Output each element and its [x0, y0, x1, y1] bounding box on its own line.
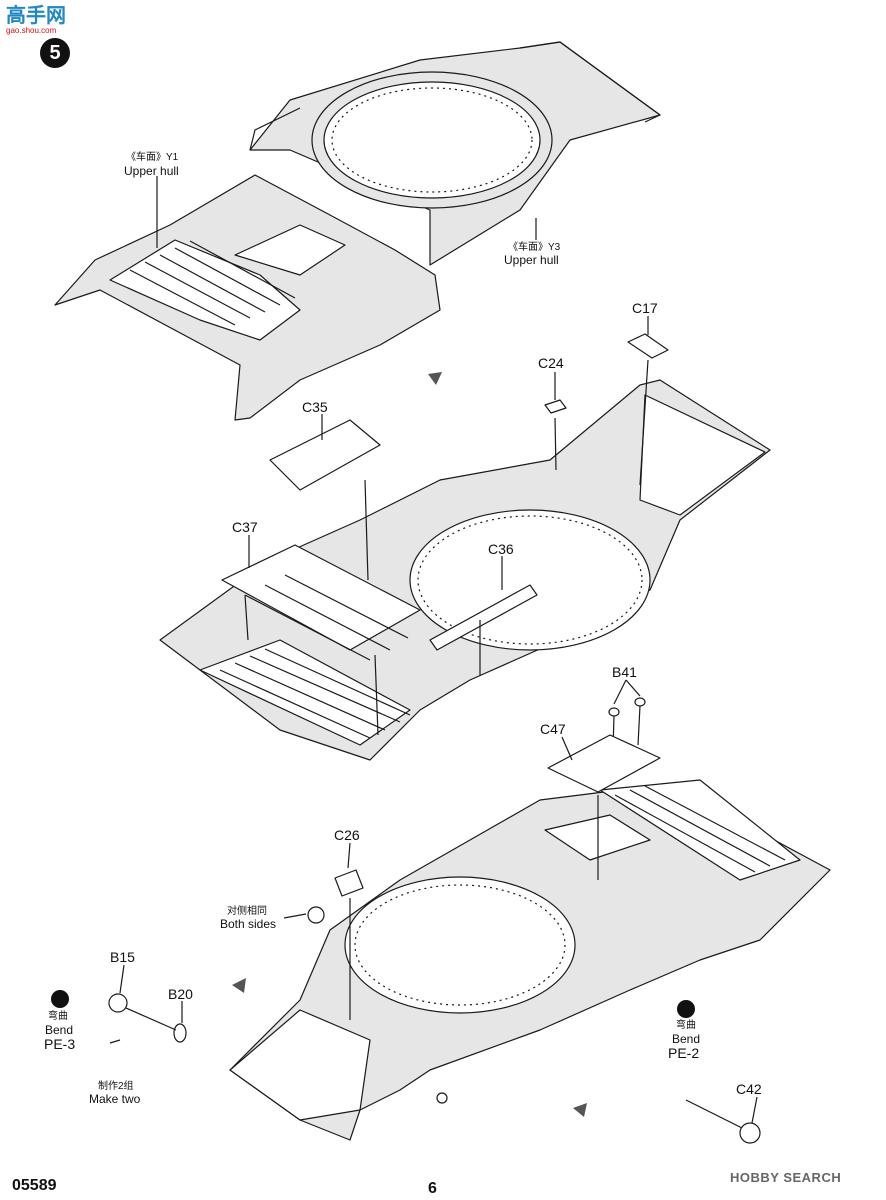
- c47-label: C47: [540, 721, 566, 737]
- make-two-cn-label: 制作2组: [98, 1081, 134, 1092]
- logo-text: 高手网: [6, 3, 66, 27]
- y1-cn-label: 《车面》Y1: [126, 152, 179, 163]
- direction-arrows: [232, 372, 587, 1117]
- y1-en-label: Upper hull: [124, 164, 179, 178]
- step-number: 5: [40, 38, 70, 68]
- upper-hull-y3: [249, 41, 661, 266]
- logo-subtext: gao.shou.com: [6, 26, 57, 35]
- part-c17: [627, 333, 669, 359]
- bend-right-pe-label: PE-2: [668, 1045, 700, 1061]
- bend-left-en-label: Bend: [45, 1023, 74, 1037]
- make-two-en-label: Make two: [89, 1092, 141, 1106]
- part-b15: [108, 993, 128, 1013]
- c42-label: C42: [736, 1081, 762, 1097]
- lower-hull: [159, 379, 771, 761]
- bend-right-icon: [677, 1000, 695, 1018]
- both-sides-cn-label: 对侧相同: [227, 906, 267, 917]
- bend-left-pe-label: PE-3: [44, 1036, 76, 1052]
- part-b41-b: [634, 697, 646, 707]
- part-c42: [739, 1122, 761, 1144]
- c37-label: C37: [232, 519, 258, 535]
- part-c37: [221, 544, 421, 651]
- b20-label: B20: [168, 986, 193, 1002]
- c26-label: C26: [334, 827, 360, 843]
- c17-label: C17: [632, 300, 658, 316]
- brand-text: HOBBY SEARCH: [730, 1170, 842, 1185]
- bend-left-icon: [51, 990, 69, 1008]
- b15-label: B15: [110, 949, 135, 965]
- part-c26: [334, 869, 364, 897]
- bend-right-cn-label: 弯曲: [676, 1020, 696, 1031]
- catalog-number: 05589: [12, 1177, 57, 1194]
- c36-label: C36: [488, 541, 514, 557]
- part-c47: [547, 734, 661, 793]
- site-logo: 高手网 gao.shou.com: [6, 4, 76, 38]
- upper-hull-y1: [54, 174, 441, 421]
- b41-label: B41: [612, 664, 637, 680]
- bend-right-en-label: Bend: [672, 1032, 701, 1046]
- brand-watermark: HOBBY SEARCH: [730, 1170, 841, 1185]
- part-b41-a: [608, 707, 620, 717]
- part-c35: [269, 419, 381, 491]
- part-c24: [544, 399, 567, 414]
- page-number: 6: [428, 1180, 437, 1197]
- front-hull: [229, 779, 831, 1141]
- y3-en-label: Upper hull: [504, 253, 559, 267]
- part-c36: [429, 584, 538, 651]
- y3-cn-label: 《车面》Y3: [508, 242, 561, 253]
- part-b20: [173, 1023, 187, 1043]
- c35-label: C35: [302, 399, 328, 415]
- part-headlight: [307, 906, 325, 924]
- both-sides-en-label: Both sides: [220, 917, 277, 931]
- c24-label: C24: [538, 355, 564, 371]
- bend-left-cn-label: 弯曲: [48, 1011, 68, 1022]
